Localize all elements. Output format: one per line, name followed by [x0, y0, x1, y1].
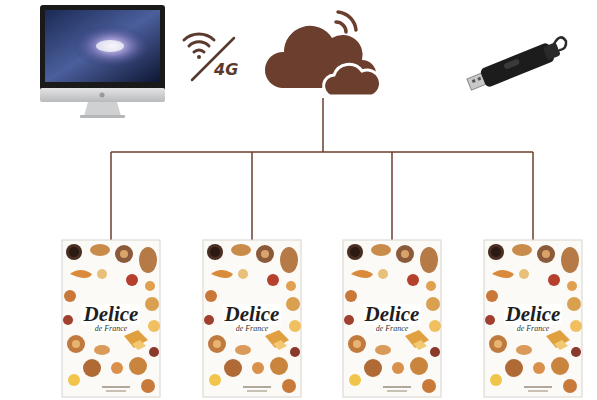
network-wiring	[111, 98, 533, 240]
poster-subtitle: de France	[234, 325, 271, 334]
poster-subtitle: de France	[515, 325, 552, 334]
desktop-computer	[40, 5, 165, 118]
display-poster: Delicede France	[484, 240, 582, 397]
poster-title: Delice	[363, 304, 422, 325]
poster-title: Delice	[82, 304, 141, 325]
cloud-icon	[265, 12, 380, 96]
display-poster: Delicede France	[203, 240, 301, 397]
display-poster: Delicede France	[343, 240, 441, 397]
poster-title: Delice	[504, 304, 563, 325]
network-label: 4G	[214, 60, 238, 79]
display-poster: Delicede France	[62, 240, 160, 397]
poster-subtitle: de France	[93, 325, 130, 334]
usb-stick	[465, 36, 571, 94]
poster-artwork	[62, 240, 582, 397]
poster-title: Delice	[223, 304, 282, 325]
poster-subtitle: de France	[374, 325, 411, 334]
